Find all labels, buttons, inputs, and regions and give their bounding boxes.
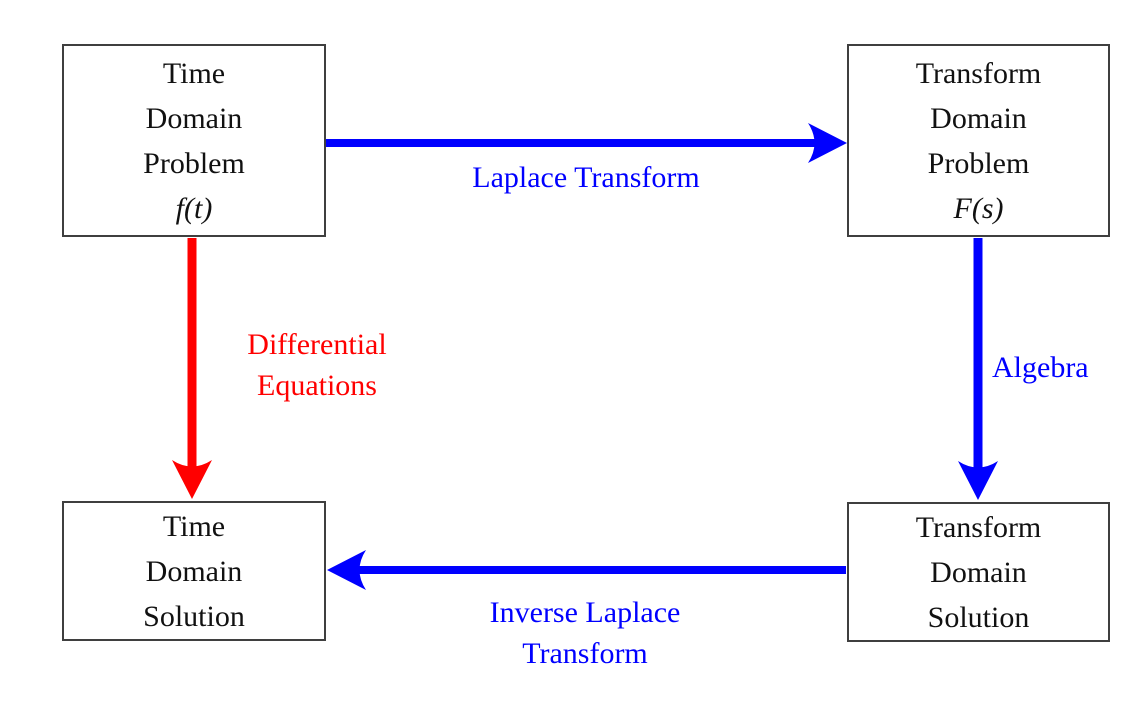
time-domain-solution-label: Time Domain Solution xyxy=(143,509,245,633)
time-domain-problem-math: f(t) xyxy=(175,191,213,225)
laplace-transform-arrow xyxy=(326,123,847,163)
inverse-laplace-arrow xyxy=(327,550,846,590)
transform-domain-problem-box: Transform Domain Problem F(s) xyxy=(847,44,1110,237)
transform-domain-problem-label: Transform Domain Problem xyxy=(915,56,1042,180)
differential-arrowhead-icon xyxy=(172,460,212,499)
differential-equations-edge-label: Differential Equations xyxy=(247,328,387,402)
time-domain-problem-box: Time Domain Problem f(t) xyxy=(62,44,326,237)
transform-domain-solution-box: Transform Domain Solution xyxy=(847,502,1110,642)
time-domain-problem-label: Time Domain Problem xyxy=(143,56,245,180)
algebra-edge-label: Algebra xyxy=(992,351,1089,384)
differential-equations-arrow xyxy=(172,238,212,499)
inverse-laplace-arrowhead-icon xyxy=(327,550,366,590)
time-domain-solution-box: Time Domain Solution xyxy=(62,501,326,641)
algebra-arrow xyxy=(958,238,998,500)
transform-domain-solution-label: Transform Domain Solution xyxy=(915,510,1042,634)
laplace-arrowhead-icon xyxy=(808,123,847,163)
transform-domain-problem-math: F(s) xyxy=(953,191,1004,225)
algebra-arrowhead-icon xyxy=(958,461,998,500)
laplace-transform-edge-label: Laplace Transform xyxy=(472,161,700,194)
inverse-laplace-edge-label: Inverse Laplace Transform xyxy=(489,596,681,670)
